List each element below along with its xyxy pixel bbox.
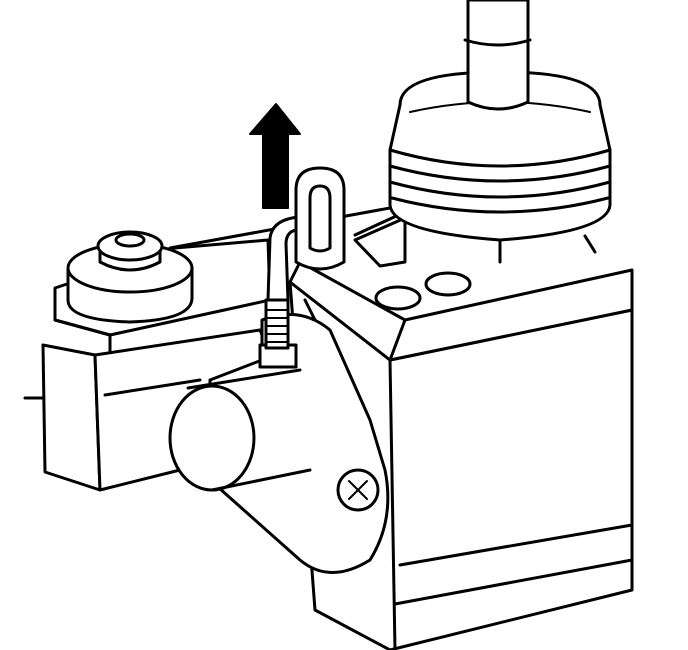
connector-pigtail	[258, 212, 320, 369]
screw-icon	[348, 480, 368, 500]
stud-nut	[66, 230, 194, 324]
harness-clip	[294, 166, 346, 271]
top-bolt-heads	[374, 271, 472, 311]
shift-boot	[388, 0, 612, 264]
arrow-up-icon	[249, 103, 301, 209]
switch-body	[168, 312, 390, 574]
main-housing	[288, 210, 634, 650]
